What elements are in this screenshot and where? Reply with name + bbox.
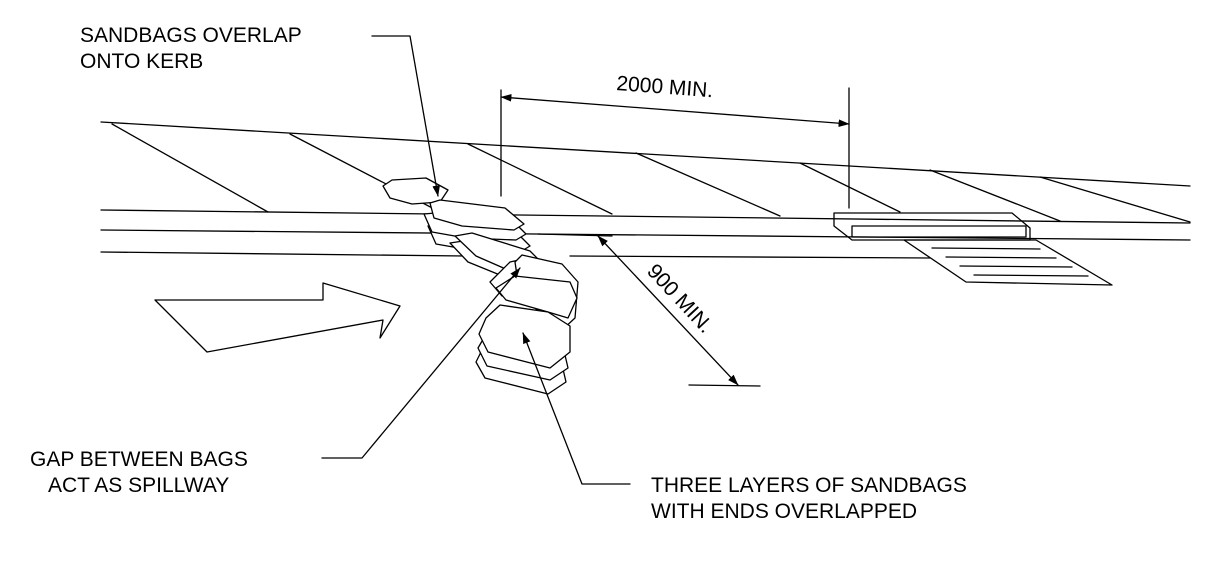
label-sandbags-overlap-line1: SANDBAGS OVERLAP <box>80 24 302 47</box>
leader-gap-spillway <box>321 267 521 459</box>
leader-sandbags-overlap <box>371 35 440 197</box>
label-dim-2000: 2000 MIN. <box>616 72 714 102</box>
label-three-layers-line1: THREE LAYERS OF SANDBAGS <box>651 474 967 497</box>
label-dim-900: 900 MIN. <box>642 260 717 338</box>
flow-direction-arrow <box>154 282 401 353</box>
dimension-900 <box>537 233 761 387</box>
sandbag-barrier <box>382 177 579 395</box>
label-gap-line1: GAP BETWEEN BAGS <box>30 448 248 471</box>
label-sandbags-overlap-line2: ONTO KERB <box>80 50 203 73</box>
footpath <box>100 121 1191 259</box>
kerb-inlet-pit <box>833 212 1113 286</box>
leader-three-layers <box>522 332 631 485</box>
dimension-2000 <box>500 87 850 209</box>
label-three-layers-line2: WITH ENDS OVERLAPPED <box>651 500 917 523</box>
label-gap-line2: ACT AS SPILLWAY <box>48 474 229 497</box>
